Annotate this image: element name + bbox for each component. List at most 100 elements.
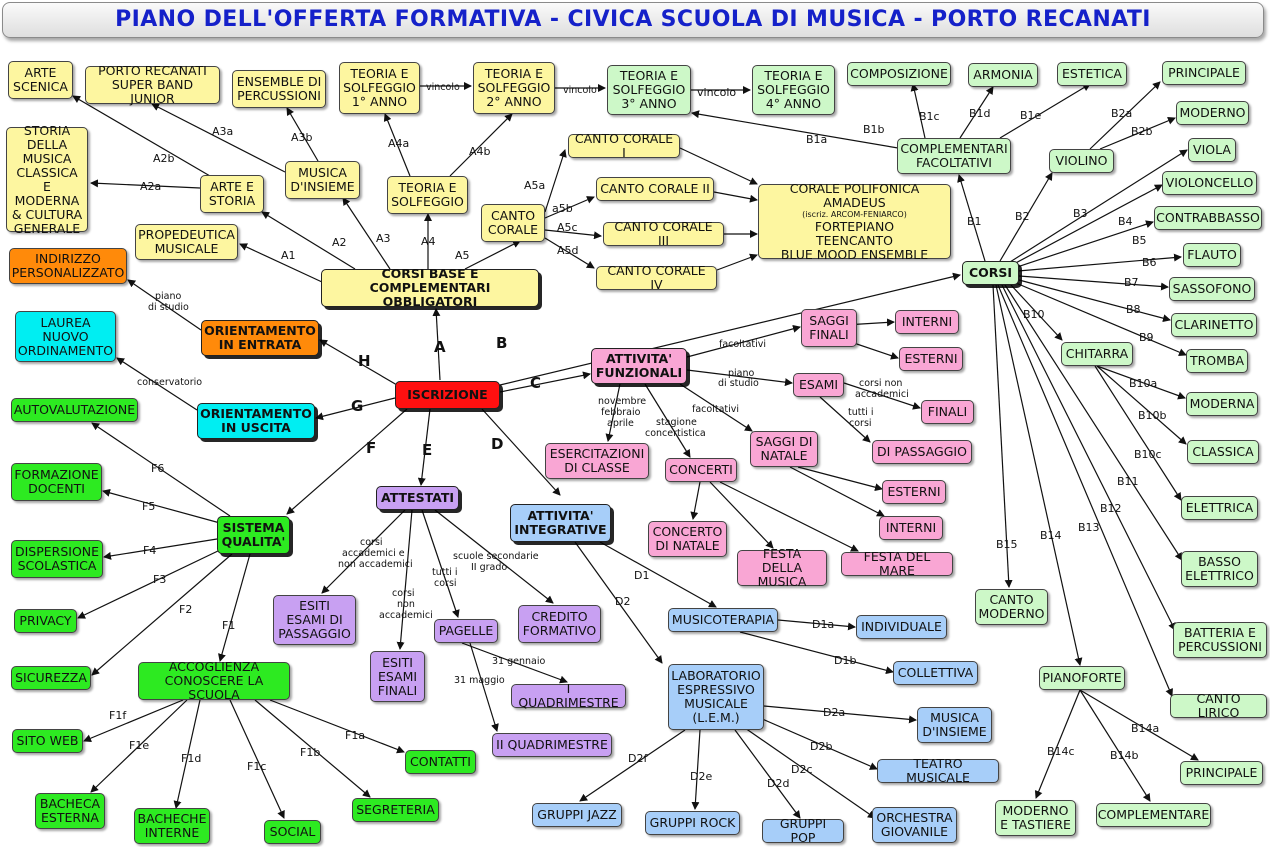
node-esterni[interactable]: ESTERNI [899, 347, 963, 371]
node-canto-corale-3[interactable]: CANTO CORALE III [603, 220, 724, 248]
node-estetica[interactable]: ESTETICA [1057, 62, 1127, 86]
node-di-passaggio[interactable]: DI PASSAGGIO [872, 440, 972, 464]
node-composizione[interactable]: COMPOSIZIONE [847, 62, 951, 86]
node-credito-formativo[interactable]: CREDITO FORMATIVO [518, 605, 601, 643]
node-concerti[interactable]: CONCERTI [665, 458, 737, 482]
node-canto-corale[interactable]: CANTO CORALE [481, 204, 545, 242]
node-moderno-tastiere[interactable]: MODERNO E TASTIERE [995, 800, 1076, 836]
node-elettrica[interactable]: ELETTRICA [1181, 496, 1258, 520]
node-pagelle[interactable]: PAGELLE [434, 619, 498, 643]
node-segreteria[interactable]: SEGRETERIA [352, 798, 439, 822]
node-autovalutazione[interactable]: AUTOVALUTAZIONE [11, 398, 138, 422]
node-gruppi-pop[interactable]: GRUPPI POP [762, 817, 844, 845]
node-arte-scenica[interactable]: ARTE SCENICA [8, 61, 73, 99]
node-accoglienza[interactable]: ACCOGLIENZA CONOSCERE LA SCUOLA [138, 660, 290, 702]
node-canto-corale-4[interactable]: CANTO CORALE IV [596, 264, 717, 292]
node-teoria-4[interactable]: TEORIA E SOLFEGGIO 4° ANNO [752, 65, 835, 115]
node-pianoforte[interactable]: PIANOFORTE [1039, 666, 1125, 690]
node-musica-insieme-lem[interactable]: MUSICA D'INSIEME [917, 707, 992, 743]
node-corsi-base[interactable]: CORSI BASE E COMPLEMENTARI OBBLIGATORI [321, 267, 539, 309]
node-canto-moderno[interactable]: CANTO MODERNO [975, 589, 1048, 625]
node-principale[interactable]: PRINCIPALE [1162, 61, 1246, 85]
node-moderno[interactable]: MODERNO [1176, 101, 1249, 125]
node-flauto[interactable]: FLAUTO [1183, 243, 1241, 267]
node-secondo-quadrimestre[interactable]: II QUADRIMESTRE [492, 733, 612, 757]
node-saggi-finali[interactable]: SAGGI FINALI [801, 309, 857, 347]
node-teoria-3[interactable]: TEORIA E SOLFEGGIO 3° ANNO [607, 65, 691, 115]
node-lem[interactable]: LABORATORIO ESPRESSIVO MUSICALE (L.E.M.) [668, 664, 764, 730]
node-sassofono[interactable]: SASSOFONO [1169, 277, 1255, 301]
node-interni-natale[interactable]: INTERNI [879, 516, 943, 540]
node-social[interactable]: SOCIAL [264, 820, 321, 844]
node-sistema-qualita[interactable]: SISTEMA QUALITA' [217, 516, 290, 554]
node-complementare[interactable]: COMPLEMENTARE [1096, 803, 1211, 827]
node-batteria[interactable]: BATTERIA E PERCUSSIONI [1173, 622, 1267, 658]
node-canto-lirico[interactable]: CANTO LIRICO [1170, 692, 1267, 720]
node-laurea[interactable]: LAUREA NUOVO ORDINAMENTO [15, 311, 116, 362]
node-corsi[interactable]: CORSI [962, 261, 1019, 285]
node-orientamento-entrata[interactable]: ORIENTAMENTO IN ENTRATA [201, 320, 319, 356]
node-arte-storia[interactable]: ARTE E STORIA [200, 175, 264, 213]
node-iscrizione[interactable]: ISCRIZIONE [395, 381, 500, 409]
node-pianoforte-principale[interactable]: PRINCIPALE [1180, 761, 1263, 785]
node-festa-musica[interactable]: FESTA DELLA MUSICA [737, 547, 827, 589]
node-super-band[interactable]: PORTO RECANATI SUPER BAND JUNIOR [85, 64, 220, 106]
node-festa-mare[interactable]: FESTA DEL MARE [841, 550, 953, 578]
node-sicurezza[interactable]: SICUREZZA [11, 666, 91, 690]
node-complementari[interactable]: COMPLEMENTARI FACOLTATIVI [897, 138, 1011, 174]
node-clarinetto[interactable]: CLARINETTO [1171, 313, 1257, 337]
node-esercitazioni[interactable]: ESERCITAZIONI DI CLASSE [545, 443, 649, 479]
node-contatti[interactable]: CONTATTI [405, 750, 476, 774]
node-corale-polifonica[interactable]: CORALE POLIFONICA AMADEUS (iscriz. ARCOM… [758, 181, 951, 261]
node-teoria-2[interactable]: TEORIA E SOLFEGGIO 2° ANNO [473, 62, 555, 114]
node-indirizzo[interactable]: INDIRIZZO PERSONALIZZATO [9, 248, 127, 284]
node-saggi-natale[interactable]: SAGGI DI NATALE [750, 431, 818, 467]
node-basso-elettrico[interactable]: BASSO ELETTRICO [1181, 551, 1258, 587]
node-teoria[interactable]: TEORIA E SOLFEGGIO [387, 176, 468, 214]
node-canto-corale-1[interactable]: CANTO CORALE I [568, 132, 680, 160]
node-dispersione-scolastica[interactable]: DISPERSIONE SCOLASTICA [11, 540, 103, 578]
node-musica-insieme[interactable]: MUSICA D'INSIEME [285, 161, 360, 199]
node-propedeutica[interactable]: PROPEDEUTICA MUSICALE [135, 224, 238, 260]
node-privacy[interactable]: PRIVACY [14, 609, 77, 633]
node-formazione-docenti[interactable]: FORMAZIONE DOCENTI [11, 463, 102, 501]
node-armonia[interactable]: ARMONIA [968, 63, 1038, 87]
node-gruppi-rock[interactable]: GRUPPI ROCK [645, 811, 740, 835]
node-moderna[interactable]: MODERNA [1186, 392, 1258, 416]
node-orientamento-uscita[interactable]: ORIENTAMENTO IN USCITA [197, 403, 315, 439]
node-contrabbasso[interactable]: CONTRABBASSO [1154, 206, 1262, 230]
node-primo-quadrimestre[interactable]: I QUADRIMESTRE [511, 682, 626, 710]
node-classica[interactable]: CLASSICA [1187, 440, 1259, 464]
node-canto-corale-2[interactable]: CANTO CORALE II [596, 177, 714, 201]
node-esterni-natale[interactable]: ESTERNI [882, 480, 946, 504]
node-storia-musica[interactable]: STORIA DELLA MUSICA CLASSICA E MODERNA &… [6, 123, 88, 235]
node-attivita-integrative[interactable]: ATTIVITA' INTEGRATIVE [510, 504, 611, 542]
node-sito-web[interactable]: SITO WEB [12, 729, 83, 753]
link-label-nov-2: febbraio [601, 407, 641, 418]
node-bacheca-esterna[interactable]: BACHECA ESTERNA [35, 793, 105, 829]
node-concerto-natale[interactable]: CONCERTO DI NATALE [648, 521, 727, 557]
node-orchestra-giovanile[interactable]: ORCHESTRA GIOVANILE [872, 807, 957, 843]
node-collettiva[interactable]: COLLETTIVA [893, 661, 978, 685]
link-line-57 [1079, 689, 1151, 802]
node-teoria-1[interactable]: TEORIA E SOLFEGGIO 1° ANNO [339, 62, 420, 114]
node-esiti-passaggio[interactable]: ESITI ESAMI DI PASSAGGIO [273, 595, 356, 645]
link-label-b6: B6 [1142, 256, 1157, 269]
node-viola[interactable]: VIOLA [1188, 138, 1236, 162]
node-musicoterapia[interactable]: MUSICOTERAPIA [668, 608, 778, 632]
node-esami[interactable]: ESAMI [793, 373, 844, 397]
node-teatro-musicale[interactable]: TEATRO MUSICALE [877, 757, 999, 785]
node-finali[interactable]: FINALI [921, 400, 974, 424]
node-ensemble-percussioni[interactable]: ENSEMBLE DI PERCUSSIONI [232, 70, 326, 108]
node-esiti-finali[interactable]: ESITI ESAMI FINALI [370, 651, 425, 702]
node-individuale[interactable]: INDIVIDUALE [856, 615, 947, 639]
node-bacheche-interne[interactable]: BACHECHE INTERNE [134, 808, 210, 844]
node-gruppi-jazz[interactable]: GRUPPI JAZZ [532, 803, 622, 827]
node-violoncello[interactable]: VIOLONCELLO [1162, 171, 1257, 195]
node-attestati[interactable]: ATTESTATI [376, 486, 459, 510]
node-chitarra[interactable]: CHITARRA [1061, 342, 1133, 366]
node-tromba[interactable]: TROMBA [1186, 349, 1248, 373]
node-violino[interactable]: VIOLINO [1049, 149, 1114, 173]
node-interni[interactable]: INTERNI [895, 310, 959, 334]
node-attivita-funzionali[interactable]: ATTIVITA' FUNZIONALI [591, 348, 687, 384]
